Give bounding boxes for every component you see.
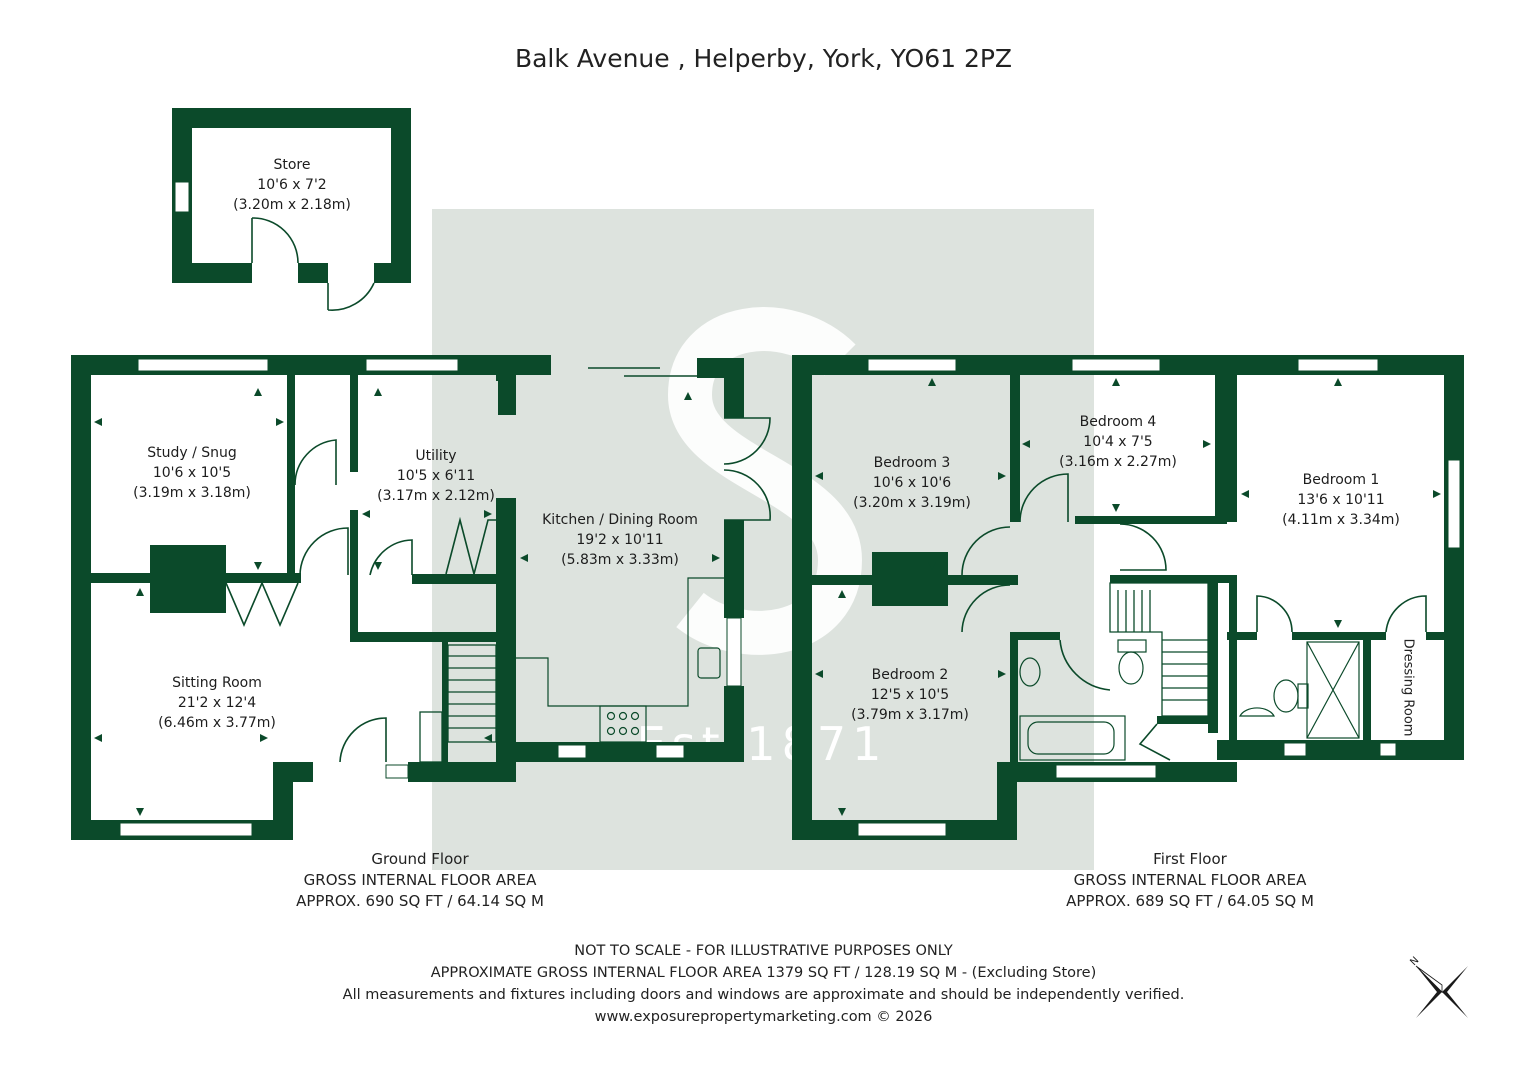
ground-floor-label: Ground Floor GROSS INTERNAL FLOOR AREA A… (270, 849, 570, 912)
room-size-metric: (5.83m x 3.33m) (561, 552, 679, 568)
footer-line-measurements: All measurements and fixtures including … (342, 987, 1185, 1003)
kitchen-fittings (516, 577, 724, 743)
floor-name: First Floor (1153, 850, 1227, 868)
room-name: Sitting Room (172, 675, 262, 691)
room-label-utility: Utility 10'5 x 6'11 (3.17m x 2.12m) (356, 446, 516, 506)
room-size-imperial: 10'6 x 7'2 (257, 177, 327, 193)
room-size-metric: (3.17m x 2.12m) (377, 488, 495, 504)
compass-rose-icon (1415, 965, 1468, 1018)
room-size-imperial: 10'6 x 10'5 (152, 465, 232, 481)
room-label-bedroom4: Bedroom 4 10'4 x 7'5 (3.16m x 2.27m) (1038, 412, 1198, 472)
floor-name: Ground Floor (371, 850, 469, 868)
room-label-dressing: Dressing Room (1400, 638, 1416, 737)
bathroom-fittings (1019, 639, 1360, 761)
footer-disclaimer: NOT TO SCALE - FOR ILLUSTRATIVE PURPOSES… (0, 940, 1527, 1028)
room-label-kitchen: Kitchen / Dining Room 19'2 x 10'11 (5.83… (530, 510, 710, 570)
doors (225, 217, 1427, 763)
room-name: Bedroom 4 (1079, 414, 1157, 430)
room-size-metric: (4.11m x 3.34m) (1282, 512, 1400, 528)
room-name: Bedroom 1 (1302, 472, 1380, 488)
page-title: Balk Avenue , Helperby, York, YO61 2PZ (514, 44, 1013, 73)
windows (119, 181, 1461, 837)
dimension-markers (94, 378, 1441, 816)
room-size-imperial: 10'6 x 10'6 (872, 475, 952, 491)
room-size-metric: (3.16m x 2.27m) (1059, 454, 1177, 470)
floor-area-label: GROSS INTERNAL FLOOR AREA (1073, 871, 1307, 889)
footer-line-total-area: APPROXIMATE GROSS INTERNAL FLOOR AREA 13… (430, 965, 1097, 981)
room-size-metric: (3.19m x 3.18m) (133, 485, 251, 501)
floor-area-value: APPROX. 690 SQ FT / 64.14 SQ M (296, 892, 544, 910)
floor-area-value: APPROX. 689 SQ FT / 64.05 SQ M (1066, 892, 1314, 910)
room-size-imperial: 10'5 x 6'11 (396, 468, 476, 484)
room-name: Utility (415, 448, 457, 464)
room-size-metric: (3.79m x 3.17m) (851, 707, 969, 723)
room-name: Bedroom 3 (873, 455, 951, 471)
room-label-bedroom3: Bedroom 3 10'6 x 10'6 (3.20m x 3.19m) (832, 453, 992, 513)
room-name: Kitchen / Dining Room (542, 512, 698, 528)
floor-area-label: GROSS INTERNAL FLOOR AREA (303, 871, 537, 889)
room-size-imperial: 19'2 x 10'11 (576, 532, 664, 548)
room-size-metric: (3.20m x 2.18m) (233, 197, 351, 213)
room-label-bedroom1: Bedroom 1 13'6 x 10'11 (4.11m x 3.34m) (1261, 470, 1421, 530)
footer-line-website: www.exposurepropertymarketing.com © 2026 (594, 1009, 933, 1025)
room-size-imperial: 21'2 x 12'4 (177, 695, 257, 711)
room-label-sitting: Sitting Room 21'2 x 12'4 (6.46m x 3.77m) (137, 673, 297, 733)
room-label-bedroom2: Bedroom 2 12'5 x 10'5 (3.79m x 3.17m) (830, 665, 990, 725)
room-label-study: Study / Snug 10'6 x 10'5 (3.19m x 3.18m) (112, 443, 272, 503)
room-size-imperial: 13'6 x 10'11 (1297, 492, 1385, 508)
s-monogram-logo (667, 307, 863, 655)
room-size-metric: (3.20m x 3.19m) (853, 495, 971, 511)
room-size-imperial: 10'4 x 7'5 (1083, 434, 1153, 450)
room-name: Store (273, 157, 311, 173)
footer-line-scale: NOT TO SCALE - FOR ILLUSTRATIVE PURPOSES… (574, 943, 953, 959)
staircase (419, 582, 1209, 763)
room-size-metric: (6.46m x 3.77m) (158, 715, 276, 731)
room-name: Bedroom 2 (871, 667, 949, 683)
room-label-store: Store 10'6 x 7'2 (3.20m x 2.18m) (212, 155, 372, 215)
first-floor-label: First Floor GROSS INTERNAL FLOOR AREA AP… (1040, 849, 1340, 912)
room-name: Study / Snug (147, 445, 237, 461)
room-size-imperial: 12'5 x 10'5 (870, 687, 950, 703)
